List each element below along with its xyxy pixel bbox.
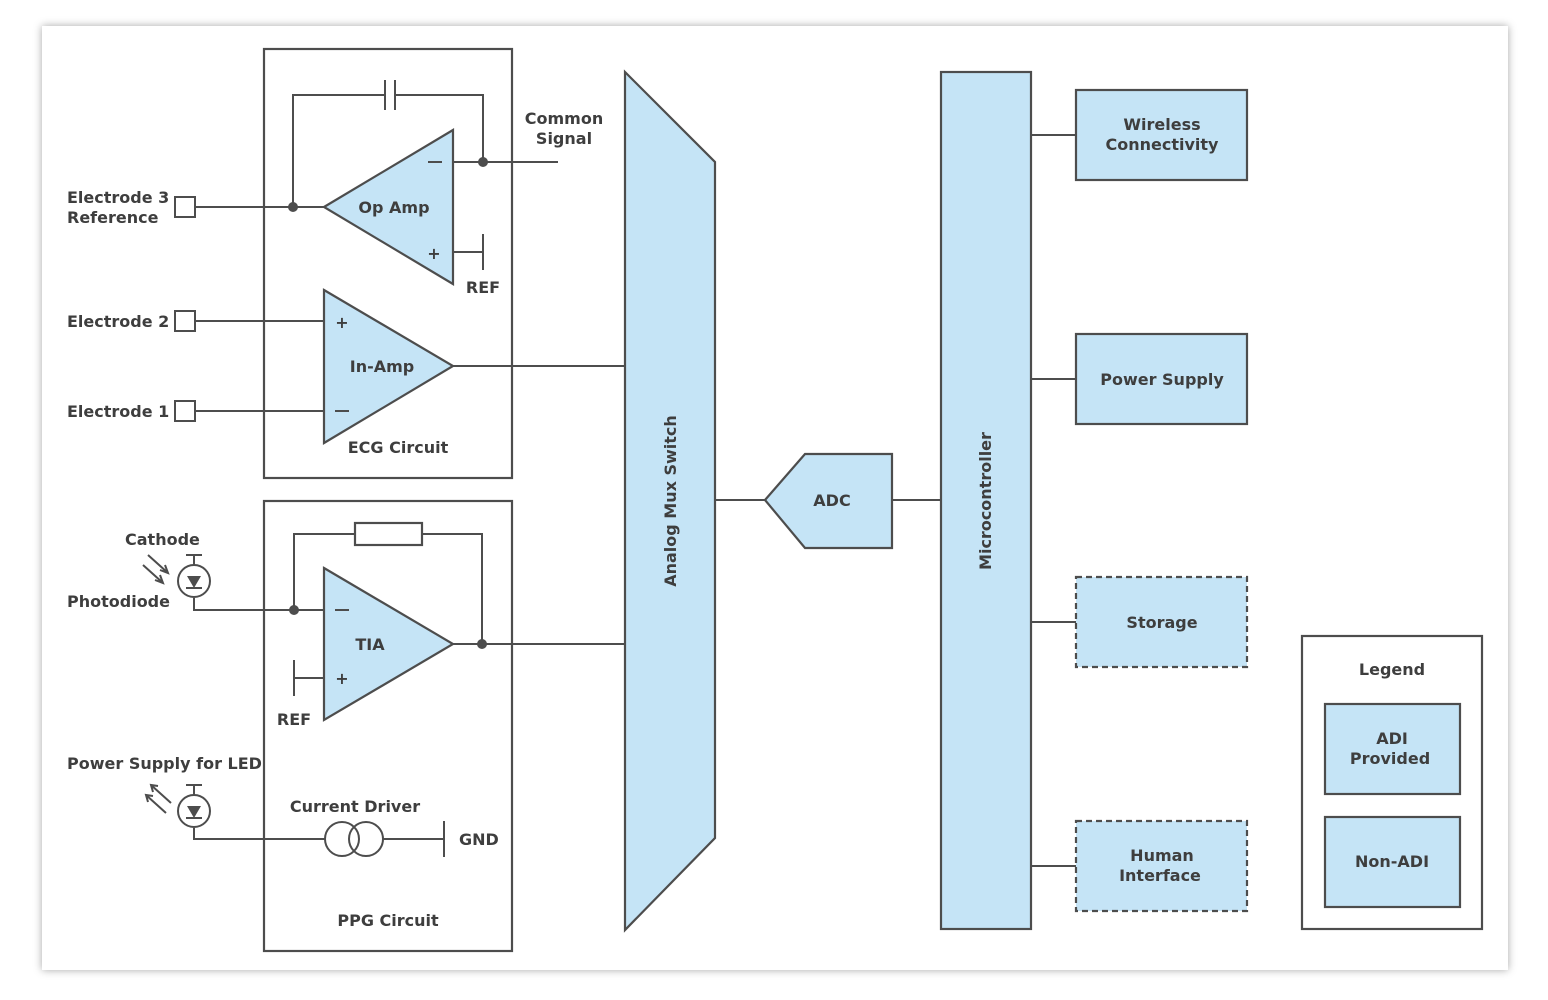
op-amp-triangle: [321, 128, 455, 286]
electrode2-pad: [174, 310, 196, 332]
op-amp-plus-sign: +: [427, 244, 440, 263]
wireless-label-line2: Connectivity: [1106, 135, 1220, 154]
led-wire: [186, 784, 326, 840]
adc-label: ADC: [813, 491, 850, 510]
tia-ref-label: REF: [277, 710, 311, 729]
power-supply-label: Power Supply: [1100, 370, 1224, 389]
current-source-circle-right: [348, 821, 384, 857]
tia-plus-sign: +: [335, 669, 348, 688]
storage-block: [1074, 575, 1249, 669]
tia-feedback-wire: [293, 533, 483, 644]
analog-mux-switch: [623, 69, 717, 933]
tia-triangle: [322, 566, 456, 722]
tia-label: TIA: [355, 635, 385, 654]
op-amp-ref-wire: [453, 234, 484, 270]
ecg-circuit-box: [262, 47, 514, 480]
in-amp-plus-sign: +: [335, 313, 348, 332]
op-amp-feedback-wire: [292, 94, 484, 207]
ppg-circuit-box: [262, 499, 514, 953]
op-amp-ref-label: REF: [466, 278, 500, 297]
electrode1-pad: [174, 400, 196, 422]
junction-dot: [288, 202, 298, 212]
tia-ref-wire: [293, 660, 324, 696]
led-arrow: [187, 806, 201, 818]
in-amp-label: In-Amp: [350, 357, 415, 376]
cathode-label: Cathode: [125, 530, 200, 549]
common-signal-label-line1: Common: [525, 109, 603, 128]
photodiode-label: Photodiode: [67, 592, 170, 611]
legend-box: [1300, 634, 1484, 931]
op-amp-label: Op Amp: [358, 198, 429, 217]
legend-non-adi-swatch: [1323, 815, 1462, 909]
junction-dot: [478, 157, 488, 167]
legend-adi-label-line2: Provided: [1350, 749, 1430, 768]
electrode2-label: Electrode 2: [67, 312, 169, 331]
electrode1-label: Electrode 1: [67, 402, 169, 421]
electrode3-label-line2: Reference: [67, 208, 159, 227]
analog-mux-switch-label: Analog Mux Switch: [661, 415, 680, 587]
photodiode-wire: [186, 554, 324, 611]
legend-non-adi-label: Non-ADI: [1355, 852, 1429, 871]
light-rays-icon: [142, 554, 170, 585]
photodiode-arrow: [187, 576, 201, 588]
gnd-wire: [383, 821, 445, 857]
storage-label: Storage: [1126, 613, 1197, 632]
junction-dot: [477, 639, 487, 649]
human-interface-block: [1074, 819, 1249, 913]
electrode3-label-line1: Electrode 3: [67, 188, 169, 207]
ecg-circuit-title: ECG Circuit: [348, 438, 449, 457]
legend-title: Legend: [1359, 660, 1425, 679]
junction-dot: [289, 605, 299, 615]
microcontroller-block: [939, 70, 1033, 931]
ppg-circuit-title: PPG Circuit: [337, 911, 439, 930]
legend-adi-label-line1: ADI: [1376, 729, 1408, 748]
current-source-circle-left: [324, 821, 360, 857]
gnd-label: GND: [459, 830, 499, 849]
electrode3-pad: [174, 196, 196, 218]
current-driver-label: Current Driver: [290, 797, 420, 816]
led-supply-label: Power Supply for LED: [67, 754, 262, 773]
human-interface-label-line1: Human: [1130, 846, 1194, 865]
wireless-label-line1: Wireless: [1123, 115, 1200, 134]
led-emission-icon: [144, 783, 172, 814]
wireless-connectivity-block: [1074, 88, 1249, 182]
feedback-resistor: [353, 521, 424, 547]
human-interface-label-line2: Interface: [1119, 866, 1201, 885]
legend-adi-provided-swatch: [1323, 702, 1462, 796]
power-supply-block: [1074, 332, 1249, 426]
common-signal-label-line2: Signal: [536, 129, 592, 148]
microcontroller-label: Microcontroller: [976, 432, 995, 570]
in-amp-triangle: [322, 288, 456, 445]
